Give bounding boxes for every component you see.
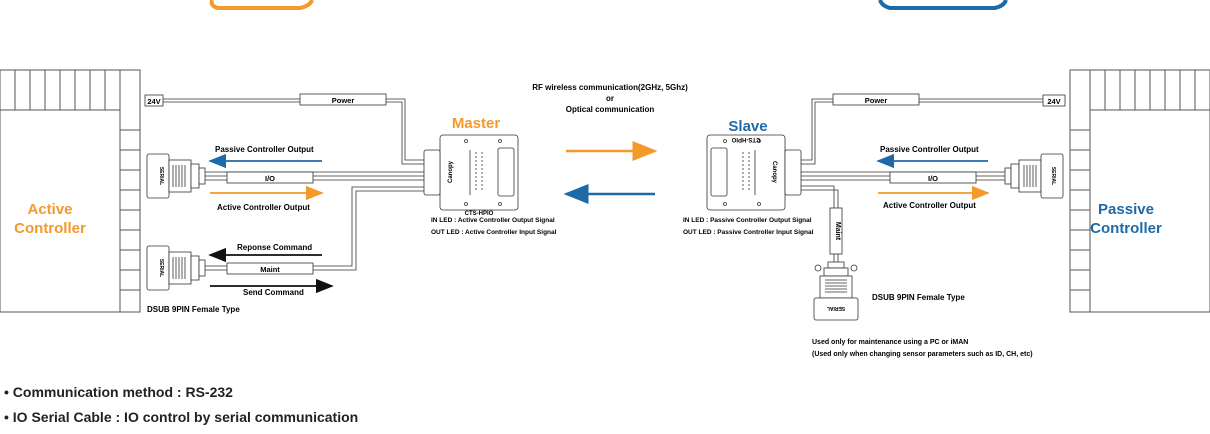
active-controller-label-1: Active: [27, 201, 72, 218]
master-device: [423, 134, 519, 211]
bullet-communication-method: • Communication method : RS-232: [4, 384, 233, 400]
right-maint-label: Maint: [834, 222, 841, 241]
left-io-serial-text: SERIAL: [158, 167, 164, 185]
bullet-io-serial-cable: • IO Serial Cable : IO control by serial…: [4, 409, 359, 425]
right-io-cable-tag: [889, 171, 977, 184]
left-maint-serial-connector: [146, 245, 206, 291]
rf-line-2: or: [606, 94, 614, 103]
master-title: Master: [452, 115, 501, 132]
left-active-output-label: Active Controller Output: [217, 203, 310, 212]
right-maint-serial-connector: [813, 261, 859, 321]
left-power-label: Power: [332, 96, 355, 105]
slave-brand: Canopy: [771, 161, 777, 184]
left-power-cable-tag: [299, 93, 387, 106]
slave-title: Slave: [728, 118, 767, 135]
right-passive-output-label: Passive Controller Output: [880, 145, 979, 154]
passive-controller-label-1: Passive: [1098, 201, 1154, 218]
right-active-output-label: Active Controller Output: [883, 201, 976, 210]
passive-controller-box: [1069, 69, 1210, 313]
master-model: CTS-HPIO: [465, 211, 494, 217]
slave-led-in: IN LED : Passive Controller Output Signa…: [683, 217, 812, 224]
send-command-label: Send Command: [243, 288, 304, 297]
rf-line-3: Optical communication: [566, 105, 655, 114]
slave-led-out: OUT LED : Passive Controller Input Signa…: [683, 229, 814, 236]
left-passive-output-label: Passive Controller Output: [215, 145, 314, 154]
master-brand: Canopy: [448, 160, 454, 183]
slave-device: [706, 134, 802, 211]
passive-controller-label-2: Controller: [1090, 220, 1162, 237]
right-power-label: Power: [865, 96, 888, 105]
master-led-in: IN LED : Active Controller Output Signal: [431, 217, 555, 224]
right-maint-cable-tag: [829, 207, 843, 255]
maintenance-note-1: Used only for maintenance using a PC or …: [812, 339, 968, 346]
right-dsub-label: DSUB 9PIN Female Type: [872, 293, 965, 302]
right-io-serial-connector: [1004, 153, 1064, 199]
right-power-cable-tag: [832, 93, 920, 106]
right-24v-tag: [1042, 94, 1066, 107]
right-io-label: I/O: [928, 174, 938, 183]
left-maint-cable-tag: [226, 262, 314, 275]
diagram-canvas: Active Controller 24V Power SERIAL I/O P…: [0, 0, 1210, 425]
spec-bullets: • Communication method : RS-232 • IO Ser…: [4, 384, 358, 434]
rf-line-1: RF wireless communication(2GHz, 5Ghz): [532, 83, 688, 92]
active-controller-box: [0, 69, 141, 313]
left-maint-label: Maint: [260, 265, 280, 274]
left-24v-label: 24V: [147, 97, 160, 106]
wiring-diagram: Active Controller 24V Power SERIAL I/O P…: [0, 0, 1210, 358]
top-bracket-left: [209, 0, 314, 10]
right-maint-serial-text: SERIAL: [827, 305, 845, 311]
right-io-serial-text: SERIAL: [1050, 167, 1056, 185]
left-io-label: I/O: [265, 174, 275, 183]
left-io-serial-connector: [146, 153, 206, 199]
master-led-out: OUT LED : Active Controller Input Signal: [431, 229, 557, 236]
active-controller-label-2: Controller: [14, 220, 86, 237]
left-io-cable-tag: [226, 171, 314, 184]
left-24v-tag: [144, 94, 164, 107]
right-24v-label: 24V: [1047, 97, 1060, 106]
top-bracket-right: [878, 0, 1008, 10]
left-dsub-label: DSUB 9PIN Female Type: [147, 305, 240, 314]
maintenance-note-2: (Used only when changing sensor paramete…: [812, 351, 1033, 358]
slave-model: CTS-HPIO: [731, 136, 760, 142]
left-maint-serial-text: SERIAL: [158, 259, 164, 277]
response-command-label: Reponse Command: [237, 243, 312, 252]
